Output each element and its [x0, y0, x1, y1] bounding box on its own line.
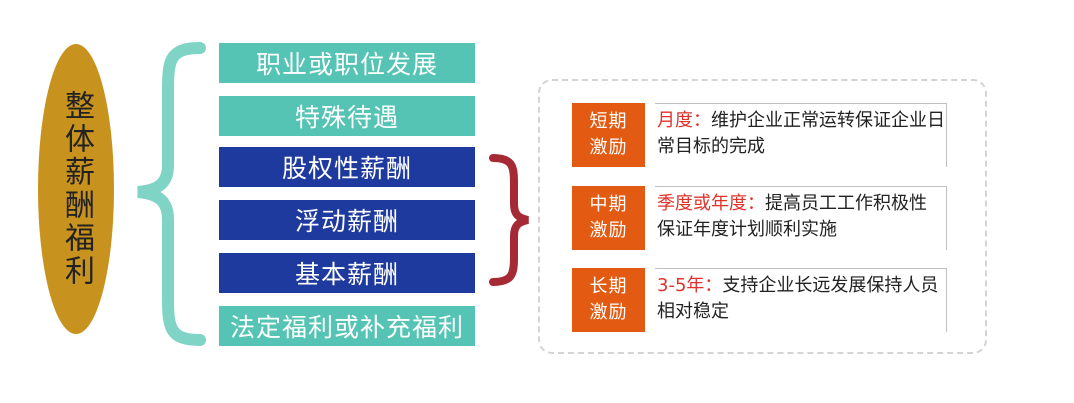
term-line: 中期	[589, 194, 628, 215]
term-long: 长期 激励	[572, 268, 645, 332]
description-text: 提高员工工作积极性 保证年度计划顺利实施	[657, 193, 927, 240]
item-statutory-benefits: 法定福利或补充福利	[219, 306, 475, 346]
left-curly-brace	[137, 42, 206, 346]
center-ellipse: 整体薪酬福利	[38, 44, 114, 334]
center-label: 整体薪酬福利	[59, 90, 94, 288]
desc-mid: 季度或年度：提高员工工作积极性 保证年度计划顺利实施	[655, 186, 947, 250]
item-special-treatment: 特殊待遇	[219, 96, 475, 136]
item-label: 职业或职位发展	[255, 50, 438, 79]
description-text: 维护企业正常运转保证企业日常目标的完成	[657, 110, 945, 157]
term-short: 短期 激励	[572, 103, 645, 167]
term-mid: 中期 激励	[572, 186, 645, 250]
desc-short: 月度：维护企业正常运转保证企业日常目标的完成	[655, 103, 947, 167]
term-line: 激励	[589, 137, 628, 158]
item-label: 法定福利或补充福利	[229, 313, 464, 342]
item-base-pay: 基本薪酬	[219, 253, 475, 293]
item-label: 浮动薪酬	[294, 207, 399, 236]
item-label: 股权性薪酬	[281, 154, 412, 183]
period-label: 季度或年度：	[657, 193, 765, 214]
description-text: 支持企业长远发展保持人员相对稳定	[657, 275, 939, 322]
item-equity-pay: 股权性薪酬	[219, 147, 475, 187]
incentive-panel	[538, 79, 987, 354]
right-curly-brace	[489, 154, 529, 286]
item-label: 特殊待遇	[294, 103, 399, 132]
term-line: 长期	[589, 276, 628, 297]
item-label: 基本薪酬	[294, 260, 399, 289]
term-line: 激励	[589, 220, 628, 241]
period-label: 月度：	[657, 110, 711, 131]
term-line: 短期	[589, 111, 628, 132]
period-label: 3-5年：	[657, 275, 723, 296]
item-variable-pay: 浮动薪酬	[219, 200, 475, 240]
term-line: 激励	[589, 302, 628, 323]
desc-long: 3-5年：支持企业长远发展保持人员相对稳定	[655, 268, 947, 332]
item-career-development: 职业或职位发展	[219, 43, 475, 83]
